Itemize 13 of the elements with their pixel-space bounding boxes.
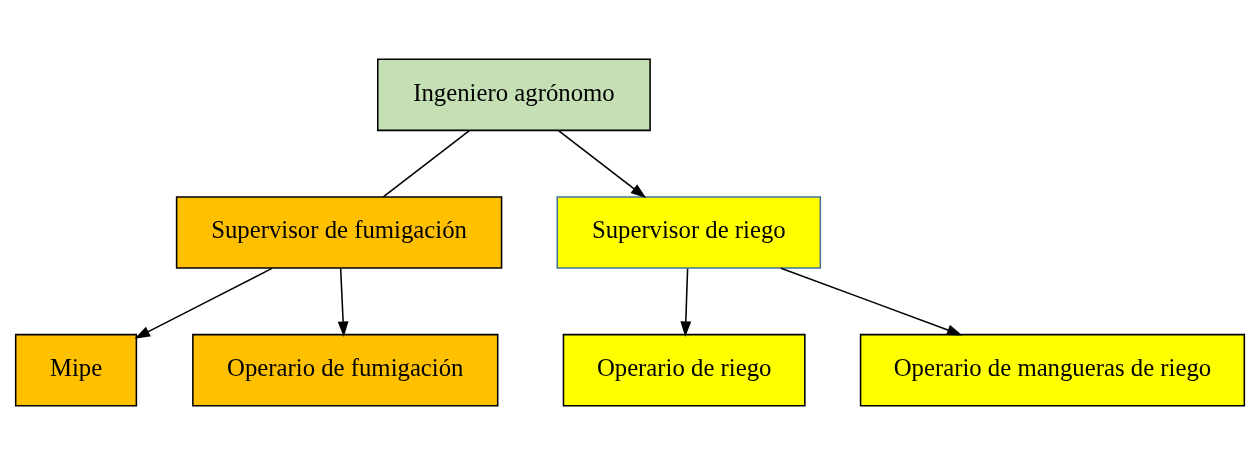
node-box: Operario de mangueras de riego [859, 333, 1246, 407]
node-box: Supervisor de fumigación [175, 195, 503, 269]
node-box: Operario de fumigación [192, 333, 499, 407]
node-box: Supervisor de riego [556, 195, 822, 269]
arrow [557, 129, 647, 198]
node-box: Mipe [14, 333, 138, 407]
arrow [780, 266, 963, 335]
node-box: Ingeniero agrónomo [377, 57, 651, 131]
connector [382, 129, 471, 197]
arrow [680, 267, 692, 337]
arrow [134, 267, 273, 339]
arrow [337, 267, 349, 337]
node-box: Operario de riego [562, 333, 806, 407]
